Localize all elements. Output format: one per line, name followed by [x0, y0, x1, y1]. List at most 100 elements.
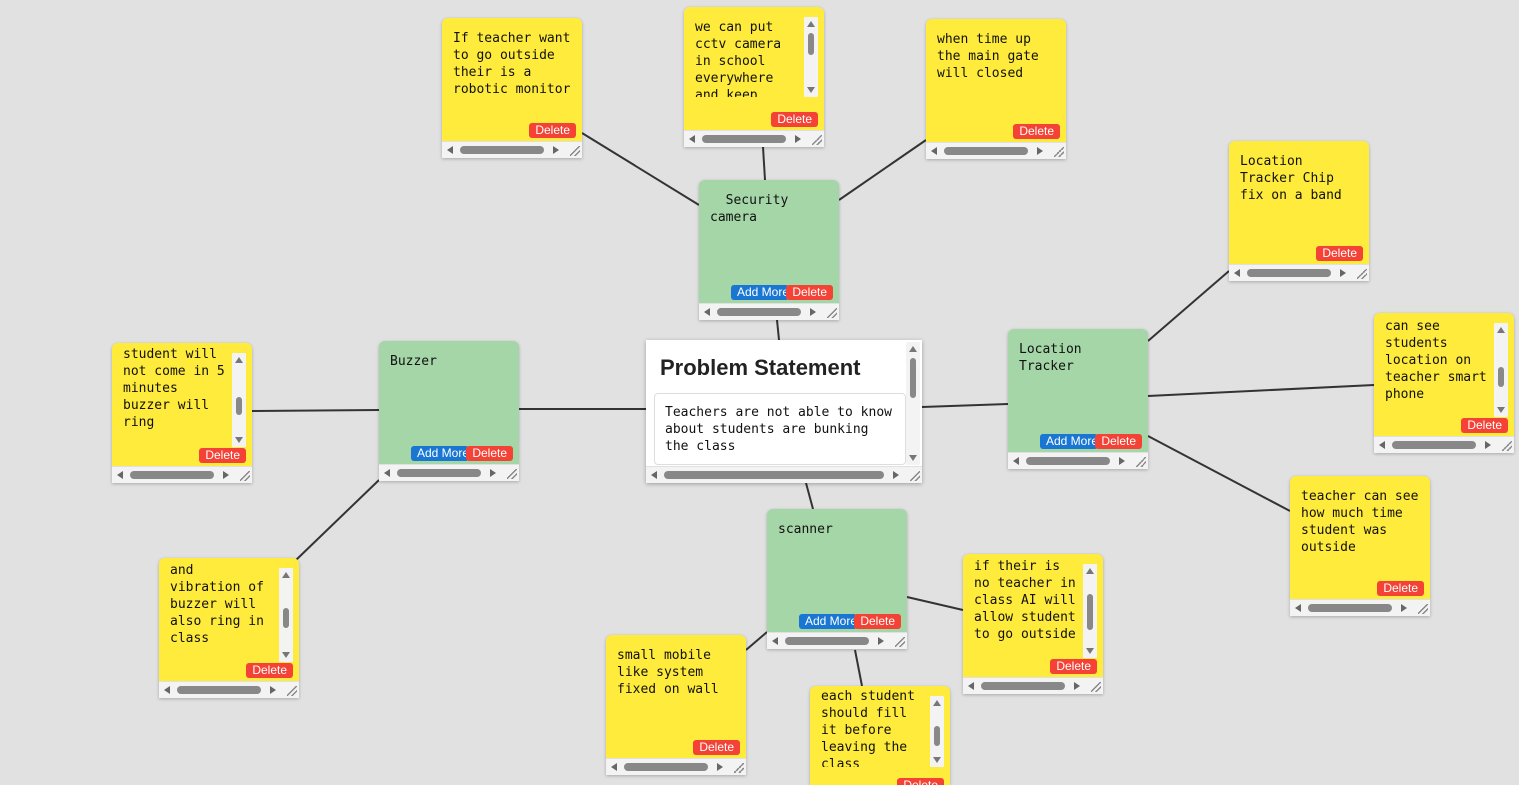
note-text[interactable]: Location Tracker: [1019, 342, 1082, 374]
scroll-down-icon[interactable]: [807, 87, 815, 93]
scroll-down-icon[interactable]: [1497, 407, 1505, 413]
resize-grip-icon[interactable]: [287, 686, 297, 696]
scroll-left-icon[interactable]: [384, 469, 390, 477]
note-text[interactable]: Location Tracker Chip fix on a band: [1240, 154, 1342, 203]
topic-node-buzzer[interactable]: Buzzer Add More Delete: [379, 341, 519, 481]
horizontal-scrollbar[interactable]: [159, 681, 299, 698]
scroll-left-icon[interactable]: [704, 308, 710, 316]
horizontal-scrollbar[interactable]: [699, 303, 839, 320]
note-text[interactable]: small mobile like system fixed on wall: [617, 648, 719, 697]
resize-grip-icon[interactable]: [1357, 269, 1367, 279]
scroll-left-icon[interactable]: [1295, 604, 1301, 612]
scroll-up-icon[interactable]: [807, 21, 815, 27]
scroll-right-icon[interactable]: [1037, 147, 1043, 155]
idea-note-fill-before-leaving[interactable]: each student should fill it before leavi…: [810, 686, 950, 785]
scroll-right-icon[interactable]: [1340, 269, 1346, 277]
note-text[interactable]: if their is no teacher in class AI will …: [974, 559, 1076, 642]
resize-grip-icon[interactable]: [1136, 457, 1146, 467]
note-text[interactable]: we can put cctv camera in school everywh…: [695, 20, 782, 97]
vertical-scrollbar[interactable]: [930, 696, 944, 767]
scroll-left-icon[interactable]: [968, 682, 974, 690]
scroll-up-icon[interactable]: [1497, 327, 1505, 333]
topic-node-location-tracker[interactable]: Location Tracker Add More Delete: [1008, 329, 1148, 469]
topic-node-scanner[interactable]: scanner Add More Delete: [767, 509, 907, 649]
scroll-down-icon[interactable]: [282, 652, 290, 658]
delete-button[interactable]: Delete: [1095, 434, 1142, 449]
scroll-left-icon[interactable]: [117, 471, 123, 479]
idea-note-tracker-chip[interactable]: Location Tracker Chip fix on a band Dele…: [1229, 141, 1369, 281]
note-text[interactable]: scanner: [778, 522, 833, 537]
horizontal-scrollbar[interactable]: [963, 677, 1103, 694]
resize-grip-icon[interactable]: [812, 135, 822, 145]
problem-text-area[interactable]: Teachers are not able to know about stud…: [654, 393, 906, 465]
scroll-up-icon[interactable]: [282, 572, 290, 578]
delete-button[interactable]: Delete: [1050, 659, 1097, 674]
resize-grip-icon[interactable]: [507, 469, 517, 479]
scroll-right-icon[interactable]: [717, 763, 723, 771]
note-text[interactable]: Security camera: [710, 193, 789, 225]
horizontal-scrollbar[interactable]: [606, 758, 746, 775]
scroll-left-icon[interactable]: [1379, 441, 1385, 449]
topic-node-security-camera[interactable]: Security camera Add More Delete: [699, 180, 839, 320]
note-text[interactable]: student will not come in 5 minutes buzze…: [123, 347, 225, 430]
scroll-left-icon[interactable]: [651, 471, 657, 479]
add-more-button[interactable]: Add More: [731, 285, 789, 300]
resize-grip-icon[interactable]: [827, 308, 837, 318]
scroll-left-icon[interactable]: [1013, 457, 1019, 465]
idea-note-time-outside[interactable]: teacher can see how much time student wa…: [1290, 476, 1430, 616]
horizontal-scrollbar[interactable]: [926, 142, 1066, 159]
idea-note-cctv[interactable]: we can put cctv camera in school everywh…: [684, 7, 824, 147]
delete-button[interactable]: Delete: [246, 663, 293, 678]
note-text[interactable]: If teacher want to go outside their is a…: [453, 31, 571, 97]
scroll-left-icon[interactable]: [1234, 269, 1240, 277]
delete-button[interactable]: Delete: [529, 123, 576, 138]
delete-button[interactable]: Delete: [854, 614, 901, 629]
delete-button[interactable]: Delete: [466, 446, 513, 461]
idea-note-main-gate[interactable]: when time up the main gate will closed D…: [926, 19, 1066, 159]
scroll-down-icon[interactable]: [909, 455, 917, 461]
vertical-scrollbar[interactable]: [804, 17, 818, 97]
problem-statement-card[interactable]: Problem Statement Teachers are not able …: [646, 340, 922, 483]
delete-button[interactable]: Delete: [1377, 581, 1424, 596]
horizontal-scrollbar[interactable]: [1229, 264, 1369, 281]
horizontal-scrollbar[interactable]: [1374, 436, 1514, 453]
resize-grip-icon[interactable]: [1054, 147, 1064, 157]
scroll-up-icon[interactable]: [1086, 568, 1094, 574]
add-more-button[interactable]: Add More: [1040, 434, 1098, 449]
scroll-left-icon[interactable]: [164, 686, 170, 694]
resize-grip-icon[interactable]: [570, 146, 580, 156]
scroll-down-icon[interactable]: [235, 437, 243, 443]
vertical-scrollbar[interactable]: [1494, 323, 1508, 417]
horizontal-scrollbar[interactable]: [379, 464, 519, 481]
idea-note-five-minutes[interactable]: student will not come in 5 minutes buzze…: [112, 343, 252, 483]
delete-button[interactable]: Delete: [1461, 418, 1508, 433]
resize-grip-icon[interactable]: [1418, 604, 1428, 614]
horizontal-scrollbar[interactable]: [1290, 599, 1430, 616]
idea-note-robotic-monitor[interactable]: If teacher want to go outside their is a…: [442, 18, 582, 158]
scroll-right-icon[interactable]: [1401, 604, 1407, 612]
horizontal-scrollbar[interactable]: [1008, 452, 1148, 469]
vertical-scrollbar[interactable]: [279, 568, 293, 662]
scroll-right-icon[interactable]: [490, 469, 496, 477]
vertical-scrollbar[interactable]: [906, 342, 920, 465]
scroll-left-icon[interactable]: [772, 637, 778, 645]
scroll-right-icon[interactable]: [810, 308, 816, 316]
note-text[interactable]: can see students location on teacher sma…: [1385, 319, 1487, 402]
vertical-scrollbar[interactable]: [1083, 564, 1097, 658]
idea-note-smart-phone[interactable]: can see students location on teacher sma…: [1374, 313, 1514, 453]
scroll-right-icon[interactable]: [270, 686, 276, 694]
scroll-left-icon[interactable]: [931, 147, 937, 155]
scroll-up-icon[interactable]: [909, 346, 917, 352]
note-text[interactable]: teacher can see how much time student wa…: [1301, 489, 1419, 555]
note-text[interactable]: Buzzer: [390, 354, 437, 369]
delete-button[interactable]: Delete: [693, 740, 740, 755]
scroll-right-icon[interactable]: [1119, 457, 1125, 465]
note-text[interactable]: and vibration of buzzer will also ring i…: [170, 563, 264, 646]
add-more-button[interactable]: Add More: [411, 446, 469, 461]
horizontal-scrollbar[interactable]: [442, 141, 582, 158]
horizontal-scrollbar[interactable]: [684, 130, 824, 147]
delete-button[interactable]: Delete: [771, 112, 818, 127]
scroll-right-icon[interactable]: [878, 637, 884, 645]
idea-note-ai-allow[interactable]: if their is no teacher in class AI will …: [963, 554, 1103, 694]
resize-grip-icon[interactable]: [1502, 441, 1512, 451]
